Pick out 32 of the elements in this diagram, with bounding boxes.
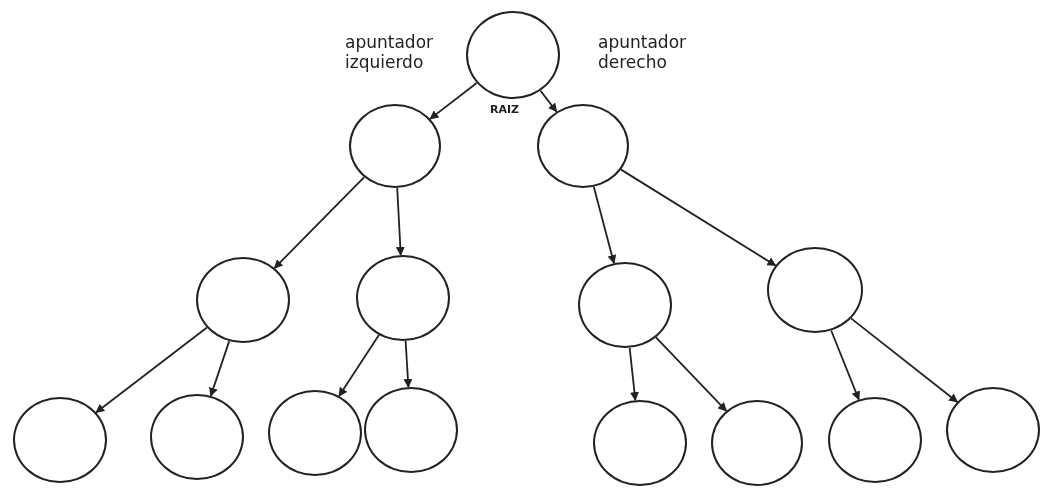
tree-node-circle — [537, 104, 629, 188]
tree-node-circle — [349, 104, 441, 188]
arrow — [429, 82, 478, 120]
tree-node-circle — [946, 387, 1040, 473]
tree-node-circle — [356, 255, 450, 341]
arrow — [628, 346, 639, 402]
arrow — [403, 340, 413, 388]
tree-node-circle — [466, 11, 560, 99]
edge-label: apuntador derecho — [598, 33, 688, 73]
tree-node-circle — [364, 387, 458, 473]
tree-node-circle — [711, 400, 803, 486]
tree-node-circle — [767, 247, 863, 333]
arrow — [338, 334, 380, 397]
tree-node-circle — [13, 397, 107, 483]
arrow — [620, 168, 777, 267]
arrow — [209, 340, 231, 397]
arrow — [395, 187, 405, 256]
arrow — [830, 329, 860, 401]
tree-node-circle — [578, 262, 672, 348]
tree-node-circle — [196, 257, 290, 343]
arrow — [850, 317, 959, 403]
tree-node-circle — [593, 400, 687, 486]
node-caption: RAIZ — [490, 103, 520, 116]
arrow — [95, 326, 208, 414]
arrow — [592, 185, 617, 265]
tree-node-circle — [150, 394, 244, 480]
tree-node-circle — [828, 397, 922, 483]
tree-node-circle — [268, 390, 362, 476]
arrow — [539, 89, 558, 113]
arrow — [273, 176, 366, 269]
edge-label: apuntador izquierdo — [345, 33, 435, 73]
arrow — [655, 336, 728, 412]
